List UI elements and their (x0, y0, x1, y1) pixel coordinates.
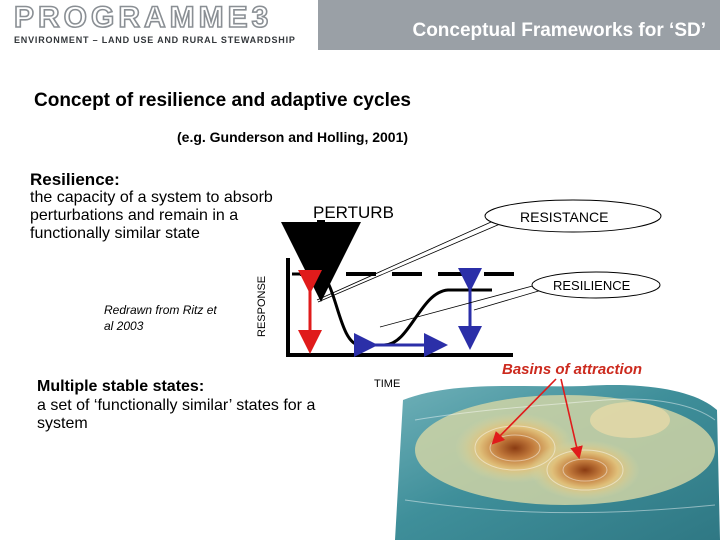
logo-subtitle: ENVIRONMENT – LAND USE AND RURAL STEWARD… (14, 35, 296, 45)
resilience-leader-2 (473, 289, 543, 311)
resistance-leader-1 (316, 217, 501, 301)
resistance-callout (484, 199, 662, 233)
multiple-states-heading: Multiple stable states: (37, 378, 205, 395)
resilience-label: RESILIENCE (553, 278, 631, 293)
title-banner: Conceptual Frameworks for ‘SD’ (318, 0, 720, 50)
logo-wordmark: PROGRAMME3 (13, 0, 273, 35)
main-title: Concept of resilience and adaptive cycle… (34, 90, 411, 111)
citation: (e.g. Gunderson and Holling, 2001) (177, 129, 409, 145)
resilience-callout (531, 271, 661, 299)
resilience-definition: the capacity of a system to absorb pertu… (30, 189, 273, 242)
basin-arrow-right (560, 378, 583, 460)
perturb-label: PERTURB (313, 203, 394, 222)
slide-title: Conceptual Frameworks for ‘SD’ (412, 20, 706, 41)
redrawn-credit: Redrawn from Ritz et al 2003 (104, 303, 217, 333)
basin-arrow-left (491, 378, 557, 445)
resilience-leader-1 (379, 283, 541, 328)
y-axis-label: RESPONSE (256, 276, 268, 337)
programme-logo: PROGRAMME3 ENVIRONMENT – LAND USE AND RU… (0, 0, 318, 50)
x-axis-label: TIME (374, 378, 400, 390)
resilience-heading: Resilience: (30, 170, 120, 189)
basin-right (530, 440, 640, 500)
resistance-label: RESISTANCE (520, 209, 608, 225)
multiple-states-definition: a set of ‘functionally similar’ states f… (37, 397, 316, 432)
resistance-leader-2 (317, 223, 501, 303)
basins-terrain-image (395, 385, 720, 540)
terrain-hill (590, 402, 670, 438)
slide-header: PROGRAMME3 ENVIRONMENT – LAND USE AND RU… (0, 0, 720, 62)
response-curve (292, 272, 492, 347)
basins-label: Basins of attraction (502, 361, 643, 378)
